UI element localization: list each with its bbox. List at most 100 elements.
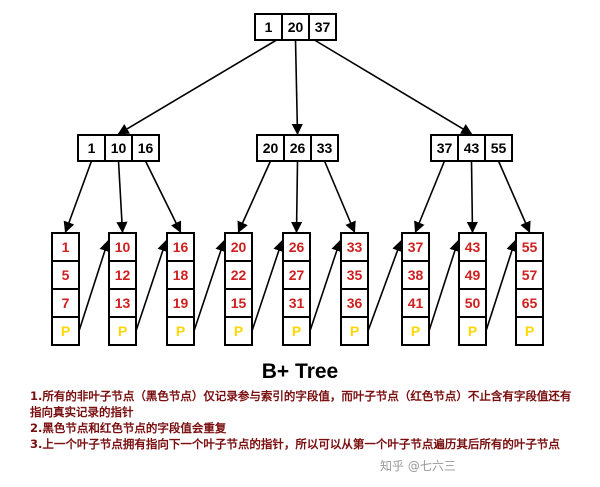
leaf-0-key-2: 7: [62, 295, 70, 311]
leaf-5-pointer-box: [340, 316, 369, 346]
edge-leaf-7-next: [485, 239, 518, 332]
edge-internal-2-leaf-6: [414, 160, 446, 234]
leaf-1-key-1: 12: [115, 267, 131, 283]
leaf-1-key-0: 10: [115, 239, 131, 255]
leaf-4-key-2: 31: [289, 295, 305, 311]
leaf-4-key-0: 26: [289, 239, 305, 255]
internal-1-key-0: 20: [263, 140, 279, 156]
leaf-3-key-1: 22: [231, 267, 247, 283]
edge-internal-1-leaf-4: [291, 160, 303, 234]
leaf-1-key-0-box: [108, 232, 137, 262]
leaf-4-key-1: 27: [289, 267, 305, 283]
leaf-6-pointer-box: [401, 316, 430, 346]
internal-1-key-1: 26: [290, 140, 306, 156]
watermark: 知乎 @七六三: [380, 459, 456, 473]
edge-leaf-3-next: [251, 239, 285, 332]
leaf-8-key-1: 57: [522, 267, 538, 283]
leaf-2-key-1-box: [166, 260, 195, 290]
leaf-3-key-0: 20: [231, 239, 247, 255]
leaf-2-pointer: P: [176, 323, 185, 339]
edge-root-internal-2: [313, 39, 473, 135]
diagram-title: B+ Tree: [261, 360, 339, 383]
leaf-8-pointer: P: [525, 323, 534, 339]
internal-2-key-1: 43: [464, 140, 480, 156]
internal-2-key-2: 55: [491, 140, 507, 156]
notes: 1.所有的非叶子节点（黑色节点）仅记录参与索引的字段值，而叶子节点（红色节点）不…: [30, 388, 575, 452]
leaf-8-key-0: 55: [522, 239, 538, 255]
leaf-4-key-2-box: [282, 288, 311, 318]
leaf-6-key-1: 38: [408, 267, 424, 283]
leaf-2-key-2: 19: [173, 295, 189, 311]
leaf-5-key-0: 33: [347, 239, 363, 255]
leaf-4-key-1-box: [282, 260, 311, 290]
leaf-6-key-2: 41: [408, 295, 424, 311]
leaf-2-pointer-box: [166, 316, 195, 346]
leaf-7-key-2: 50: [465, 295, 481, 311]
leaf-8-key-1-box: [515, 260, 544, 290]
internal-2-key-2-box: [484, 134, 513, 162]
edge-leaf-6-next: [428, 239, 461, 332]
leaf-3-key-2-box: [224, 288, 253, 318]
edge-root-internal-1: [291, 39, 303, 136]
root-key-1: 20: [288, 19, 304, 35]
note-1: 1.所有的非叶子节点（黑色节点）仅记录参与索引的字段值，而叶子节点（红色节点）不…: [30, 389, 572, 419]
edge-internal-1-leaf-3: [237, 160, 272, 234]
internal-1-key-2-box: [310, 134, 339, 162]
internal-0-key-1-box: [104, 134, 133, 162]
internal-0-key-2: 16: [138, 140, 154, 156]
leaf-3-pointer: P: [234, 323, 243, 339]
edge-leaf-1-next: [135, 239, 169, 332]
edge-leaf-5-next: [367, 239, 403, 332]
root-key-0: 1: [265, 19, 273, 35]
edge-leaf-4-next: [309, 239, 343, 332]
edge-internal-0-leaf-2: [144, 160, 182, 234]
root-key-1-box: [281, 13, 310, 41]
root-key-0-box: [254, 13, 283, 41]
edge-root-internal-0: [117, 39, 278, 135]
internal-2-key-0-box: [430, 134, 459, 162]
internal-0-key-0: 1: [88, 140, 96, 156]
leaf-5-key-1: 35: [347, 267, 363, 283]
leaf-2-key-1: 18: [173, 267, 189, 283]
leaf-5-key-0-box: [340, 232, 369, 262]
leaf-1-pointer-box: [108, 316, 137, 346]
leaf-4-pointer: P: [292, 323, 301, 339]
edge-leaf-0-next: [78, 239, 111, 332]
internal-0-key-1: 10: [111, 140, 127, 156]
leaf-7-key-0: 43: [465, 239, 481, 255]
internal-0-key-2-box: [131, 134, 160, 162]
leaf-4-pointer-box: [282, 316, 311, 346]
leaf-3-key-2: 15: [231, 295, 247, 311]
leaf-0-pointer-box: [51, 316, 80, 346]
leaf-0-key-1: 5: [62, 267, 70, 283]
leaf-4-key-0-box: [282, 232, 311, 262]
leaf-2-key-2-box: [166, 288, 195, 318]
leaf-1-pointer: P: [118, 323, 127, 339]
leaf-6-pointer: P: [411, 323, 420, 339]
edge-internal-2-leaf-8: [497, 160, 531, 234]
leaf-8-key-2: 65: [522, 295, 538, 311]
internal-2-key-0: 37: [437, 140, 453, 156]
leaf-7-key-1: 49: [465, 267, 481, 283]
internal-1-key-1-box: [283, 134, 312, 162]
leaf-5-key-2: 36: [347, 295, 363, 311]
leaf-8-pointer-box: [515, 316, 544, 346]
leaf-0-key-0: 1: [62, 239, 70, 255]
internal-1-key-2: 33: [317, 140, 333, 156]
leaf-7-pointer-box: [458, 316, 487, 346]
leaf-7-pointer: P: [468, 323, 477, 339]
leaf-2-key-0: 16: [173, 239, 189, 255]
root-key-2: 37: [315, 19, 331, 35]
edge-internal-0-leaf-1: [116, 160, 128, 234]
note-3: 3.上一个叶子节点拥有指向下一个叶子节点的指针，所以可以从第一个叶子节点遍历其后…: [30, 437, 560, 451]
leaf-6-key-0: 37: [408, 239, 424, 255]
note-2: 2.黑色节点和红色节点的字段值会重复: [30, 421, 227, 435]
leaf-3-pointer-box: [224, 316, 253, 346]
leaf-5-pointer: P: [350, 323, 359, 339]
leaf-0-pointer: P: [61, 323, 70, 339]
leaf-1-key-2-box: [108, 288, 137, 318]
edge-internal-1-leaf-5: [323, 160, 356, 234]
edge-internal-2-leaf-7: [466, 160, 478, 234]
edge-leaf-2-next: [193, 239, 227, 332]
